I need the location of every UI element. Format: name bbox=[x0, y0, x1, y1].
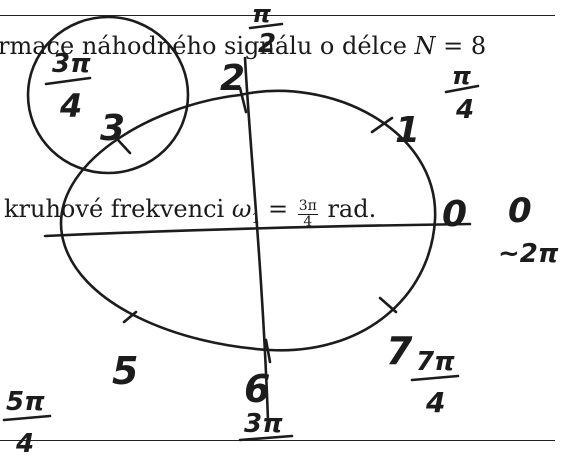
label-pi-over-4-num: π bbox=[452, 62, 471, 90]
var-n: N bbox=[414, 32, 436, 60]
fraction-bar-3pi-over-4 bbox=[44, 76, 92, 86]
horizontal-axis-stroke bbox=[43, 222, 472, 238]
label-zero-right: 0 bbox=[508, 191, 532, 231]
tick-1 bbox=[370, 116, 394, 134]
tick-3 bbox=[116, 138, 132, 155]
label-pi-over-2-num: π bbox=[252, 0, 271, 28]
frac-numerator: 3π bbox=[297, 197, 318, 215]
var-omega: ω bbox=[231, 195, 252, 223]
line1-text: rmace náhodného signálu o délce bbox=[0, 32, 415, 60]
label-7pi-over-4-num: 7π bbox=[416, 347, 455, 377]
tick-5 bbox=[122, 310, 138, 324]
label-idx-3: 3 bbox=[100, 108, 125, 149]
label-pi-over-4-den: 4 bbox=[455, 95, 474, 125]
fraction-bar-5pi-over-4 bbox=[2, 414, 52, 422]
vertical-axis-stroke bbox=[243, 56, 270, 422]
tick-2 bbox=[238, 86, 248, 114]
unit-circle-sketch bbox=[59, 89, 437, 352]
bottom-rule bbox=[0, 440, 555, 441]
top-rule bbox=[0, 15, 555, 16]
label-pi-over-2-den: 2 bbox=[258, 29, 276, 59]
label-7pi-over-4-den: 4 bbox=[425, 386, 445, 419]
tick-7 bbox=[378, 296, 398, 314]
label-two-pi-right: ~2π bbox=[498, 239, 559, 269]
line1-rest: = 8 bbox=[435, 32, 487, 60]
circled-three-pi-over-four bbox=[26, 15, 190, 175]
label-5pi-over-4-num: 5π bbox=[6, 387, 45, 417]
label-idx-4: 4 bbox=[59, 87, 82, 125]
fraction-bar-7pi-over-4 bbox=[410, 374, 460, 382]
label-3pi-over-4-num: 3π bbox=[52, 49, 91, 79]
line2-text: kruhové frekvenci bbox=[4, 195, 232, 223]
frac-denominator: 4 bbox=[303, 214, 313, 230]
tick-6 bbox=[264, 338, 272, 364]
fraction-bar-pi-over-4 bbox=[444, 84, 480, 94]
label-idx-5: 5 bbox=[112, 349, 138, 393]
label-5pi-over-4-den: 4 bbox=[15, 429, 34, 459]
label-idx-0: 0 bbox=[442, 194, 467, 235]
line2-eq: = bbox=[260, 195, 296, 223]
label-idx-7: 7 bbox=[386, 329, 413, 373]
fraction-bar-3pi-over-2 bbox=[238, 434, 294, 442]
line2-unit: rad. bbox=[319, 195, 377, 223]
label-idx-1: 1 bbox=[395, 110, 420, 151]
printed-text-line-1: rmace náhodného signálu o délce N = 8 bbox=[0, 34, 486, 58]
label-idx-6: 6 bbox=[244, 367, 270, 411]
label-3pi-over-2-num: 3π bbox=[244, 409, 283, 439]
label-idx-2: 2 bbox=[220, 58, 245, 99]
fraction-bar-pi-over-2 bbox=[248, 22, 284, 30]
